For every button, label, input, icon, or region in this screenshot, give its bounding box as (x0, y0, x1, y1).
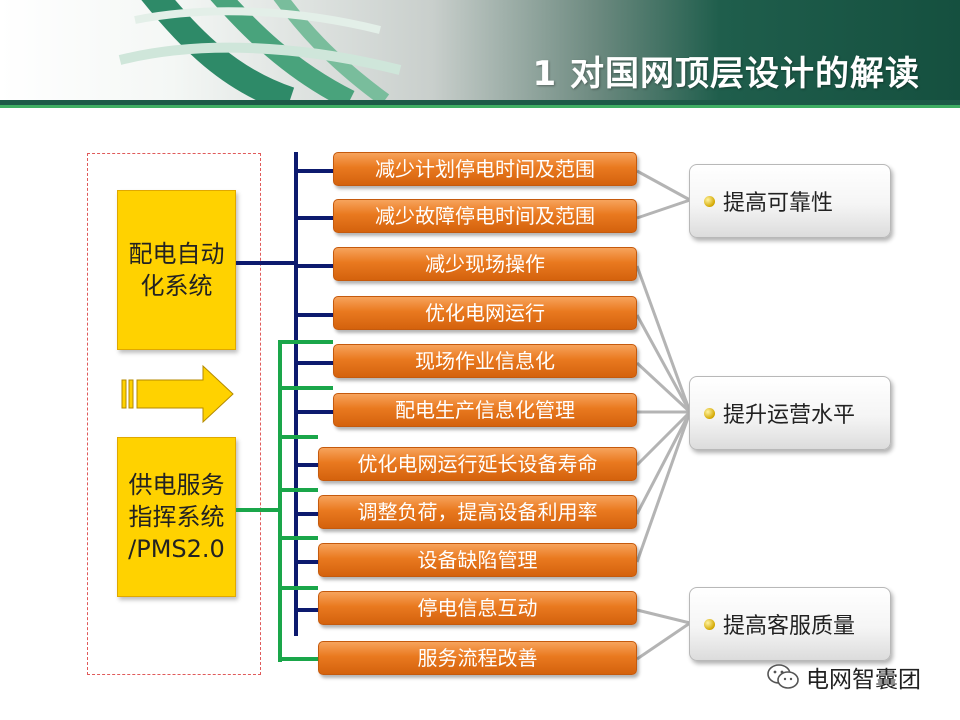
item-box: 减少故障停电时间及范围 (333, 199, 637, 233)
item-box: 优化电网运行 (333, 296, 637, 330)
item-box: 配电生产信息化管理 (333, 393, 637, 427)
item-box: 优化电网运行延长设备寿命 (318, 447, 637, 481)
item-box: 停电信息互动 (318, 591, 637, 625)
outcome-box-service-quality: 提高客服质量 (689, 587, 891, 661)
watermark-text: 电网智囊团 (806, 667, 921, 693)
source-frame (87, 153, 261, 675)
outcome-label: 提高客服质量 (723, 614, 856, 639)
item-box: 设备缺陷管理 (318, 543, 637, 577)
bullet-icon (704, 195, 715, 207)
outcome-box-operations: 提升运营水平 (689, 376, 891, 450)
source-box-distribution-automation: 配电自动 化系统 (117, 190, 236, 350)
source-box-service-command: 供电服务 指挥系统 /PMS2.0 (117, 437, 236, 597)
item-box: 调整负荷，提高设备利用率 (318, 495, 637, 529)
item-box: 减少计划停电时间及范围 (333, 152, 637, 186)
header-band: 1 对国网顶层设计的解读 (0, 0, 960, 100)
slide-title: 1 对国网顶层设计的解读 (532, 54, 920, 94)
outcome-box-reliability: 提高可靠性 (689, 164, 891, 238)
item-box: 现场作业信息化 (333, 344, 637, 378)
source-label-service-command: 供电服务 指挥系统 /PMS2.0 (128, 471, 225, 563)
source-label-distribution-automation: 配电自动 化系统 (128, 240, 225, 300)
outcome-label: 提升运营水平 (723, 403, 856, 428)
item-box: 减少现场操作 (333, 247, 637, 281)
bullet-icon (704, 618, 715, 630)
item-box: 服务流程改善 (318, 641, 637, 675)
bullet-icon (704, 407, 715, 419)
outcome-label: 提高可靠性 (723, 191, 834, 216)
globe-logo (118, 0, 402, 100)
header-rule-dark (0, 100, 960, 105)
header-rule-green (0, 105, 960, 108)
wechat-icon (767, 664, 799, 689)
watermark: 电网智囊团 (766, 660, 921, 694)
